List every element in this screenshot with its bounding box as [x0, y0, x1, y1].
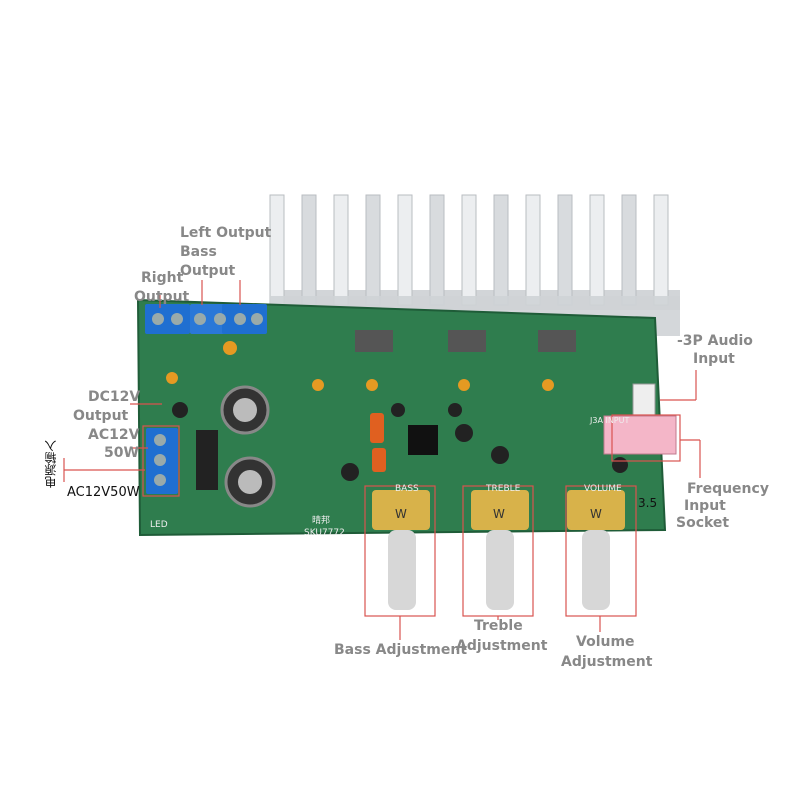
- bass-output-label-1: Bass: [180, 244, 217, 260]
- heatsink-fin: [493, 194, 509, 306]
- led-label: LED: [150, 520, 168, 530]
- treble-adjustment-label-1: Treble: [474, 618, 523, 634]
- right-output-label-1: Right: [141, 270, 184, 286]
- heatsink-fin: [589, 194, 605, 306]
- heatsink-fin: [365, 194, 381, 306]
- input-label: J3A INPUT: [590, 416, 630, 425]
- power-input-vertical-label: 电源输入: [44, 440, 58, 488]
- pot-mark-volume: W: [590, 507, 602, 521]
- audio-input-label-2: Input: [693, 351, 735, 367]
- 50w-label: 50W: [104, 445, 139, 461]
- bass-knob-label: BASS: [395, 484, 419, 494]
- power-transistors: [355, 330, 576, 352]
- pot-mark-treble: W: [493, 507, 505, 521]
- frequency-label-1: Frequency: [687, 481, 769, 497]
- heatsink-fin: [557, 194, 573, 306]
- heatsink-fin: [621, 194, 637, 306]
- heatsink-fin: [653, 194, 669, 306]
- volume-knob-label: VOLUME: [584, 484, 622, 494]
- treble-knob-label: TREBLE: [486, 484, 521, 494]
- brand-label: 晴邦: [312, 516, 331, 526]
- right-output-label-2: Output: [134, 289, 190, 305]
- heatsink-fin: [525, 194, 541, 306]
- ac12v50w-label: AC12V50W: [67, 485, 140, 500]
- heatsink-fin: [333, 194, 349, 306]
- potentiometers: [372, 490, 625, 610]
- heatsink-fin: [397, 194, 413, 306]
- jack-size-label: 3.5: [638, 496, 658, 510]
- volume-adjustment-label-2: Adjustment: [561, 654, 653, 670]
- heatsink-fin: [429, 194, 445, 306]
- ic-chip: [408, 425, 438, 455]
- pot-mark-bass: W: [395, 507, 407, 521]
- treble-adjustment-label-2: Adjustment: [456, 638, 548, 654]
- sku-label: SKU7772: [304, 528, 345, 538]
- left-output-label: Left Output: [180, 225, 272, 241]
- volume-adjustment-label-1: Volume: [576, 634, 635, 650]
- ac12v-label: AC12V: [88, 427, 140, 443]
- heatsink-fin: [461, 194, 477, 306]
- frequency-label-3: Socket: [676, 515, 730, 531]
- heatsink-fin: [269, 194, 285, 306]
- bass-output-label-2: Output: [180, 263, 236, 279]
- capacitors: [172, 385, 628, 508]
- rectifier: [196, 430, 218, 490]
- callout-lines: [63, 280, 701, 640]
- output-label: Output: [73, 408, 129, 424]
- frequency-label-2: Input: [684, 498, 726, 514]
- output-terminals: [145, 304, 267, 334]
- heatsink-fin: [301, 194, 317, 306]
- audio-input-label-1: -3P Audio: [677, 333, 753, 349]
- bass-adjustment-label: Bass Adjustment: [334, 642, 468, 658]
- power-terminal: [146, 428, 178, 494]
- orange-capacitors: [166, 341, 554, 472]
- dc12v-label: DC12V: [88, 389, 141, 405]
- audio-jack: [603, 415, 677, 455]
- input-header: [632, 383, 656, 417]
